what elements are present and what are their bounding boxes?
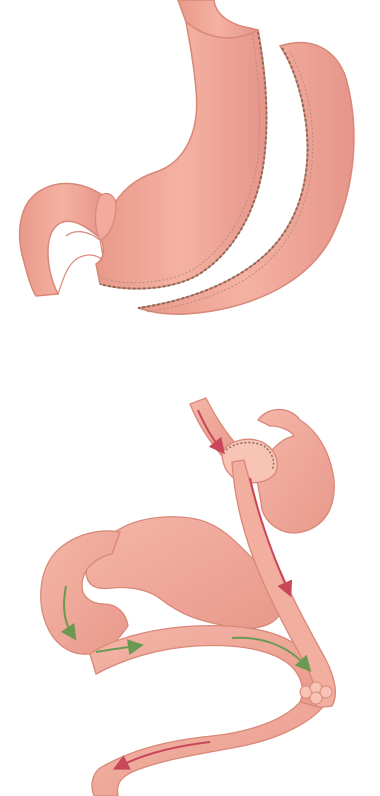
gastric-sleeve (96, 22, 266, 289)
common-channel-upper (90, 626, 324, 708)
gastric-bypass-svg (0, 390, 380, 796)
gastric-bypass-illustration (0, 390, 380, 796)
sleeve-gastrectomy-svg (0, 0, 380, 330)
gastric-pouch (222, 439, 277, 482)
common-channel (92, 702, 322, 796)
duodenum (20, 183, 104, 296)
sleeve-gastrectomy-illustration (0, 0, 380, 330)
